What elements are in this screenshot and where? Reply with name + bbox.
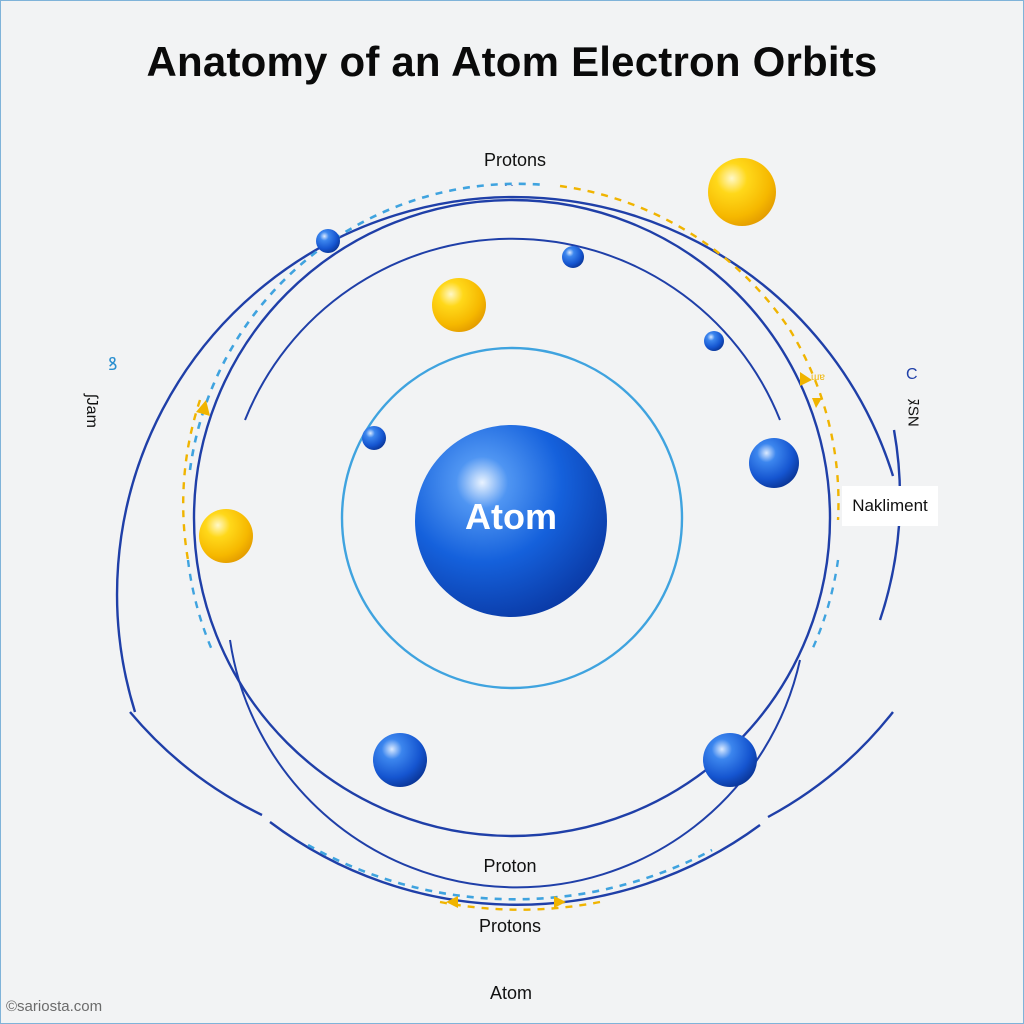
dashed-orbit-right-yellow — [788, 329, 840, 521]
arrow-bottom-right — [554, 896, 566, 908]
label-atom-bottom: Atom — [489, 983, 533, 1003]
electron-top — [562, 246, 584, 268]
watermark: ©sariosta.com — [6, 998, 103, 1015]
label-left-rotated: ʃJam — [82, 394, 100, 428]
inner-orbit — [340, 346, 684, 690]
arrow-right-2 — [812, 398, 822, 408]
right-orbit-tag: ɯɐ — [811, 372, 825, 383]
label-right-box: Nakliment — [842, 486, 938, 526]
dashed-orbit-top — [188, 182, 546, 471]
electron-inner-left — [362, 426, 386, 450]
arrow-left — [196, 400, 210, 416]
label-right-rotated: ﾇSN — [904, 398, 922, 427]
proton-left — [199, 509, 253, 563]
label-protons-top: Protons — [483, 150, 547, 170]
arrow-bottom-left — [446, 896, 458, 908]
middle-orbit — [192, 198, 832, 838]
dashed-orbit-bottom — [307, 843, 713, 901]
label-left-glyph: ꝸ — [108, 354, 118, 374]
dashed-orbit-left-yellow — [182, 399, 202, 561]
label-protons-bottom: Protons — [478, 916, 542, 936]
dashed-orbit-left-lower — [186, 559, 214, 651]
dashed-orbit-right-blue — [559, 184, 791, 331]
middle-orbit-inner-top — [244, 237, 781, 421]
proton-top-right — [708, 158, 776, 226]
electron-bottom-left — [373, 733, 427, 787]
electron-top-left — [316, 229, 340, 253]
outer-orbit — [115, 195, 895, 713]
outer-orbit-lower-left — [129, 711, 263, 817]
nucleus-label: Atom — [465, 496, 557, 537]
top-tiny-mark: · · — [504, 180, 513, 191]
label-proton-bottom: Proton — [483, 856, 537, 876]
electron-upper-right — [704, 331, 724, 351]
nucleus — [415, 425, 607, 617]
outer-orbit-lower-right — [767, 711, 894, 819]
electron-bottom-right — [703, 733, 757, 787]
dashed-orbit-right-lower — [810, 559, 840, 651]
proton-upper — [432, 278, 486, 332]
label-right-glyph: C — [906, 366, 918, 383]
diagram-title: Anatomy of an Atom Electron Orbits — [146, 38, 878, 85]
arrow-right-1 — [800, 372, 812, 386]
electron-right — [749, 438, 799, 488]
outer-orbit-lower-bottom — [269, 821, 761, 906]
